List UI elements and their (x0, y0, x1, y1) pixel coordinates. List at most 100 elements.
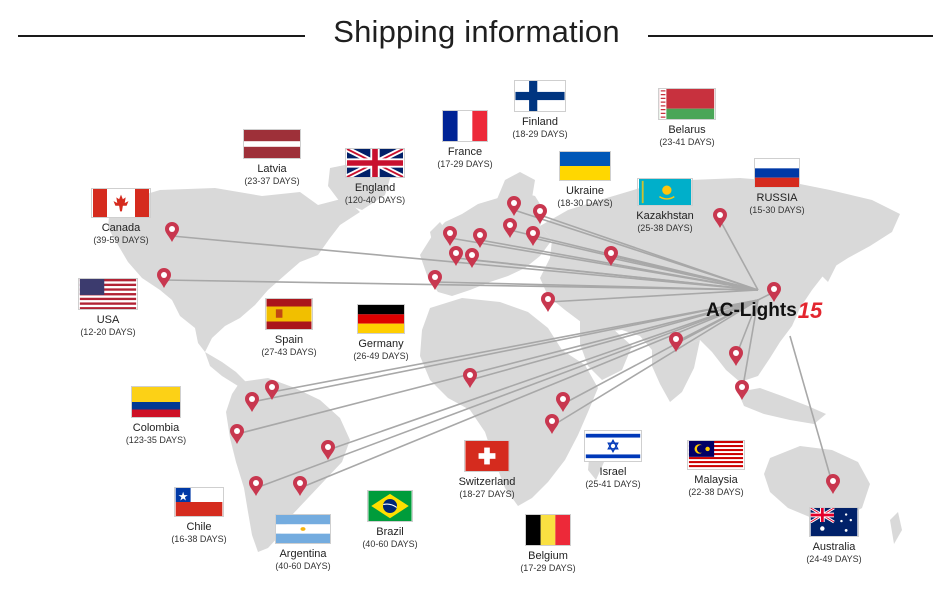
kazakhstan-flag-icon (637, 178, 693, 206)
europe-landmass (420, 190, 552, 296)
title-divider-left (18, 35, 305, 37)
country-name: Canada (101, 222, 141, 234)
brand-number: 15 (797, 298, 823, 323)
country-usa: USA (12-20 DAYS) (53, 278, 163, 338)
latvia-flag-icon (243, 129, 301, 159)
country-canada: Canada (39-59 DAYS) (66, 188, 176, 246)
argentina-flag-icon (275, 514, 331, 544)
delivery-days: (18-27 DAYS) (459, 489, 515, 499)
country-colombia: Colombia (123-35 DAYS) (101, 386, 211, 446)
country-name: France (447, 146, 483, 158)
country-name: England (354, 182, 396, 194)
delivery-days: (123-35 DAYS) (125, 435, 187, 445)
country-germany: Germany (26-49 DAYS) (326, 304, 436, 362)
delivery-days: (16-38 DAYS) (171, 534, 227, 544)
india-landmass (652, 340, 700, 402)
belgium-flag-icon (525, 514, 571, 546)
country-france: France (17-29 DAYS) (410, 110, 520, 170)
israel-flag-icon (584, 430, 642, 462)
country-switzerland: Switzerland (18-27 DAYS) (432, 440, 542, 500)
finland-flag-icon (514, 80, 566, 112)
australia-flag-icon (809, 507, 859, 537)
belarus-flag-icon (658, 88, 716, 120)
japan-landmass (818, 244, 838, 282)
delivery-days: (40-60 DAYS) (275, 561, 331, 571)
canada-flag-icon (91, 188, 151, 218)
country-name: Malaysia (694, 474, 738, 486)
country-chile: Chile (16-38 DAYS) (144, 487, 254, 545)
central-america-landmass (205, 352, 246, 386)
country-name: Israel (599, 466, 627, 478)
switzerland-flag-icon (464, 440, 510, 472)
country-name: Argentina (279, 548, 327, 560)
delivery-days: (23-41 DAYS) (659, 137, 715, 147)
country-name: Kazakhstan (636, 210, 694, 222)
delivery-days: (24-49 DAYS) (806, 554, 862, 564)
country-kazakhstan: Kazakhstan (25-38 DAYS) (610, 178, 720, 234)
country-name: USA (96, 314, 120, 326)
country-name: Chile (186, 521, 212, 533)
delivery-days: (18-30 DAYS) (557, 198, 613, 208)
russia-flag-icon (754, 158, 800, 188)
country-name: Ukraine (566, 185, 604, 197)
country-australia: Australia (24-49 DAYS) (779, 507, 889, 565)
delivery-days: (40-60 DAYS) (362, 539, 418, 549)
germany-flag-icon (357, 304, 405, 334)
scandinavia-landmass (495, 172, 535, 206)
colombia-flag-icon (131, 386, 181, 418)
brand-logo: AC-Lights15 (706, 298, 822, 324)
country-name: Colombia (132, 422, 180, 434)
spain-flag-icon (265, 298, 313, 330)
delivery-days: (25-38 DAYS) (637, 223, 693, 233)
new-zealand-landmass (890, 512, 902, 544)
title-divider-right (648, 35, 933, 37)
country-name: Germany (358, 338, 404, 350)
country-belgium: Belgium (17-29 DAYS) (493, 514, 603, 574)
country-name: Finland (521, 116, 559, 128)
country-name: Brazil (376, 526, 404, 538)
delivery-days: (22-38 DAYS) (688, 487, 744, 497)
country-latvia: Latvia (23-37 DAYS) (217, 129, 327, 187)
delivery-days: (23-37 DAYS) (244, 176, 300, 186)
country-israel: Israel (25-41 DAYS) (558, 430, 668, 490)
usa-flag-icon (78, 278, 138, 310)
australia-landmass (764, 446, 870, 520)
delivery-days: (12-20 DAYS) (80, 327, 136, 337)
delivery-days: (27-43 DAYS) (261, 347, 317, 357)
country-malaysia: Malaysia (22-38 DAYS) (661, 440, 771, 498)
delivery-days: (17-29 DAYS) (437, 159, 493, 169)
country-spain: Spain (27-43 DAYS) (234, 298, 344, 358)
country-name: Spain (274, 334, 304, 346)
malaysia-flag-icon (687, 440, 745, 470)
brazil-flag-icon (367, 490, 413, 522)
title-row: Shipping information (0, 0, 950, 70)
shipping-routes (163, 209, 834, 489)
country-russia: RUSSIA (15-30 DAYS) (722, 158, 832, 216)
country-name: Latvia (257, 163, 287, 175)
delivery-days: (17-29 DAYS) (520, 563, 576, 573)
france-flag-icon (442, 110, 488, 142)
south-america-landmass (226, 378, 350, 552)
ukraine-flag-icon (559, 151, 611, 181)
country-name: Australia (812, 541, 856, 553)
page-title: Shipping information (333, 14, 620, 49)
country-brazil: Brazil (40-60 DAYS) (335, 490, 445, 550)
united-kingdom-flag-icon (345, 148, 405, 178)
delivery-days: (39-59 DAYS) (93, 235, 149, 245)
country-name: Switzerland (458, 476, 516, 488)
country-finland: Finland (18-29 DAYS) (485, 80, 595, 140)
country-name: RUSSIA (756, 192, 798, 204)
chile-flag-icon (174, 487, 224, 517)
country-england: England (120-40 DAYS) (320, 148, 430, 206)
pin-icon (541, 292, 555, 312)
uk-landmass (430, 222, 447, 250)
delivery-days: (18-29 DAYS) (512, 129, 568, 139)
delivery-days: (15-30 DAYS) (749, 205, 805, 215)
country-name: Belgium (528, 550, 568, 562)
delivery-days: (26-49 DAYS) (353, 351, 409, 361)
country-ukraine: Ukraine (18-30 DAYS) (530, 151, 640, 209)
southeast-asia-islands (738, 388, 826, 424)
country-belarus: Belarus (23-41 DAYS) (632, 88, 742, 148)
country-argentina: Argentina (40-60 DAYS) (248, 514, 358, 572)
